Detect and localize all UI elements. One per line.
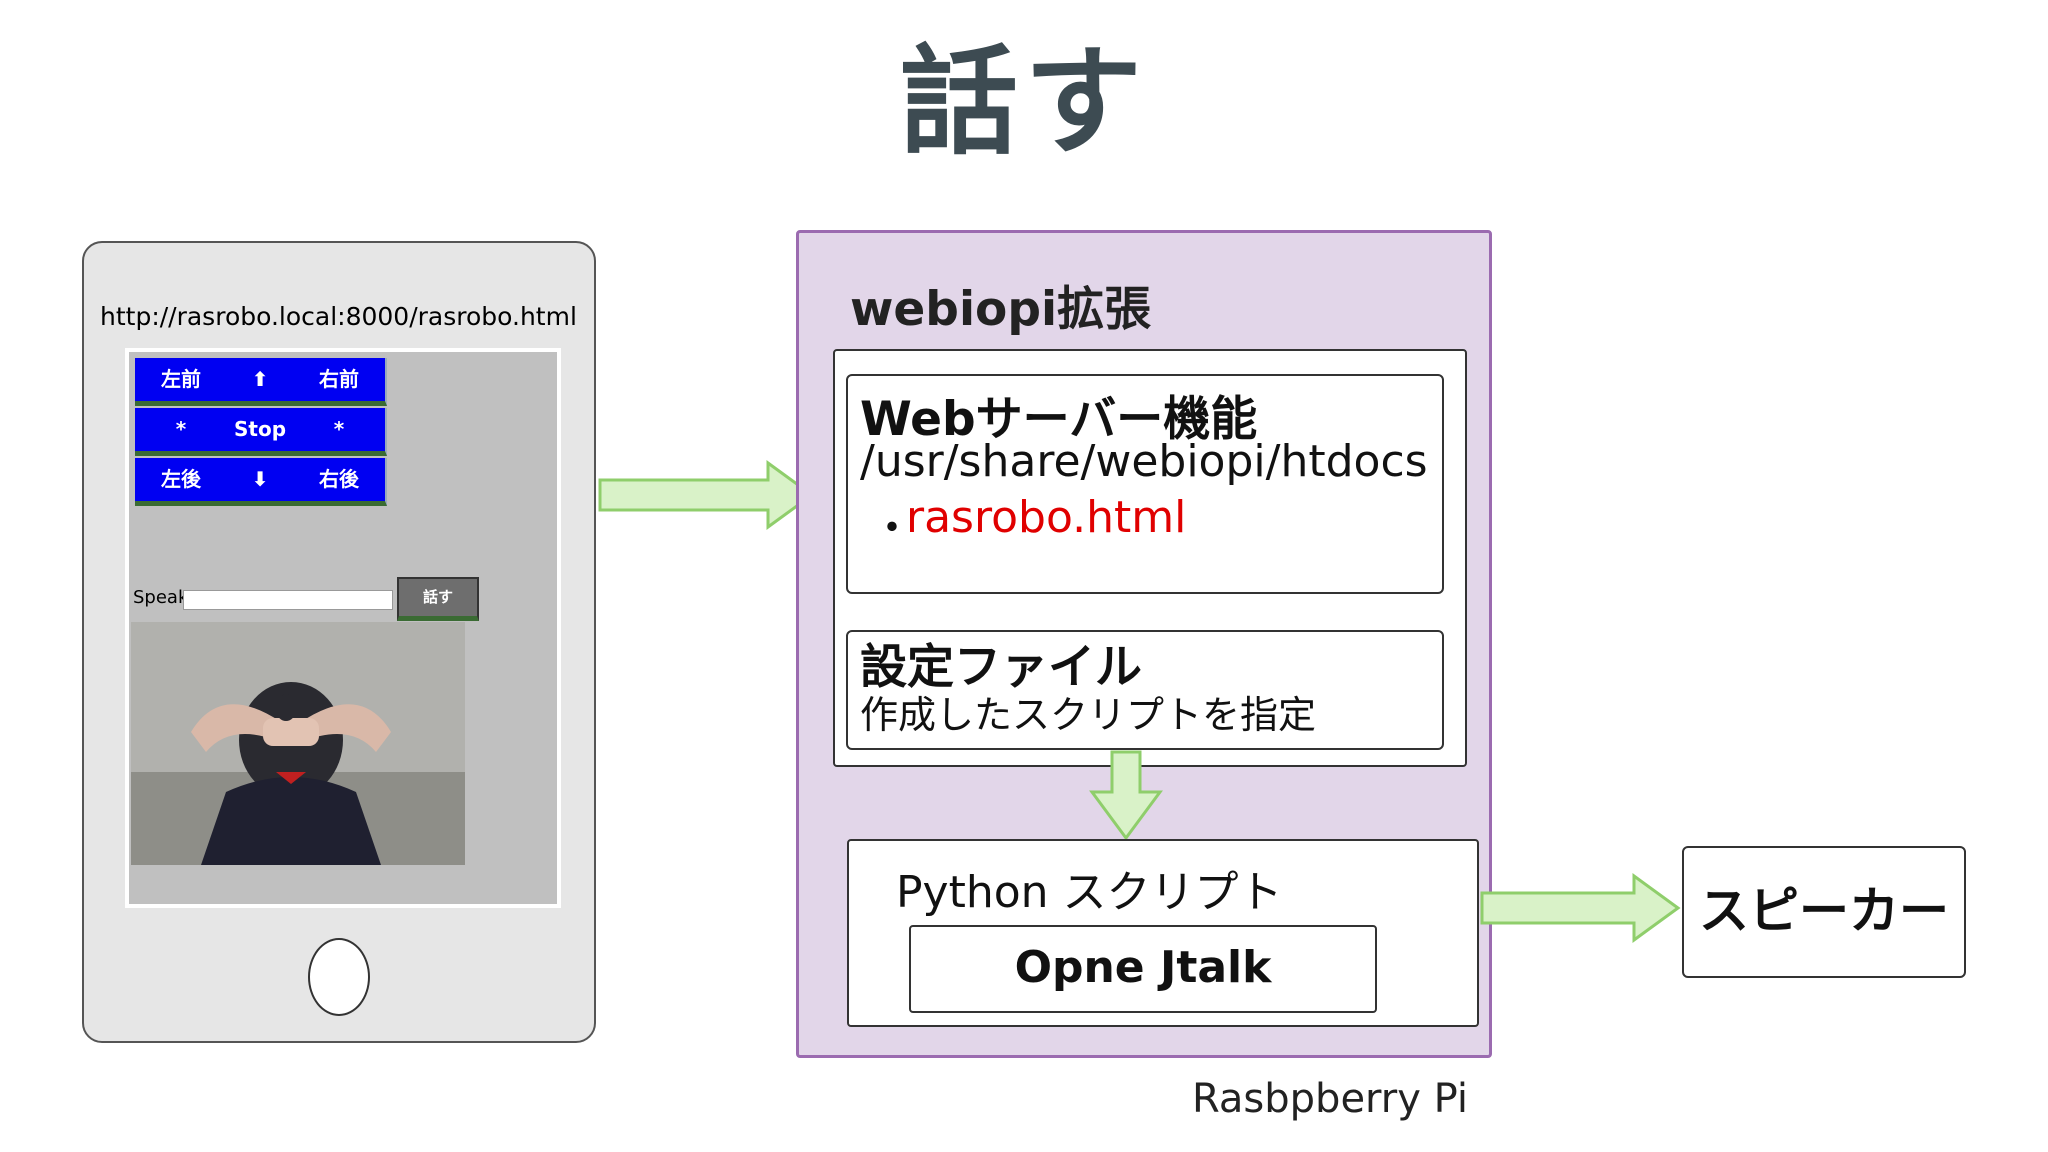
home-button[interactable] xyxy=(308,938,370,1016)
config-card xyxy=(846,630,1444,750)
control-button-stop[interactable]: Stop xyxy=(214,408,308,456)
slide-title: 話す xyxy=(899,33,1148,171)
web-server-title: Webサーバー機能 xyxy=(860,392,1258,447)
speak-input[interactable] xyxy=(183,590,393,610)
arrow-python-to-speaker xyxy=(1480,873,1681,943)
raspberry-pi-label: Rasbpberry Pi xyxy=(1192,1076,1468,1122)
open-jtalk-box: Opne Jtalk xyxy=(909,925,1377,1013)
webiopi-title: webiopi拡張 xyxy=(850,282,1152,337)
arrow-config-to-python xyxy=(1089,750,1163,841)
control-button-right[interactable]: * xyxy=(293,408,387,456)
tablet-url: http://rasrobo.local:8000/rasrobo.html xyxy=(100,302,577,331)
speak-button[interactable]: 話す xyxy=(397,577,479,621)
camera-view xyxy=(131,622,465,865)
control-button-back-left[interactable]: 左後 xyxy=(135,458,229,506)
speak-label: Speak xyxy=(133,587,189,608)
web-server-file: rasrobo.html xyxy=(906,492,1187,543)
web-server-bullet: ・ xyxy=(870,503,914,554)
config-title: 設定ファイル xyxy=(860,640,1142,695)
speaker-box: スピーカー xyxy=(1682,846,1966,978)
web-server-path: /usr/share/webiopi/htdocs xyxy=(860,436,1428,487)
camera-image xyxy=(131,622,465,865)
control-button-back[interactable]: ⬇ xyxy=(214,458,308,506)
config-description: 作成したスクリプトを指定 xyxy=(860,693,1317,737)
control-button-forward-right[interactable]: 右前 xyxy=(293,358,387,406)
web-server-card xyxy=(846,374,1444,594)
control-button-forward[interactable]: ⬆ xyxy=(214,358,308,406)
arrow-tablet-to-webiopi xyxy=(598,460,815,530)
control-button-forward-left[interactable]: 左前 xyxy=(135,358,229,406)
python-script-title: Python スクリプト xyxy=(896,867,1283,918)
control-button-back-right[interactable]: 右後 xyxy=(293,458,387,506)
